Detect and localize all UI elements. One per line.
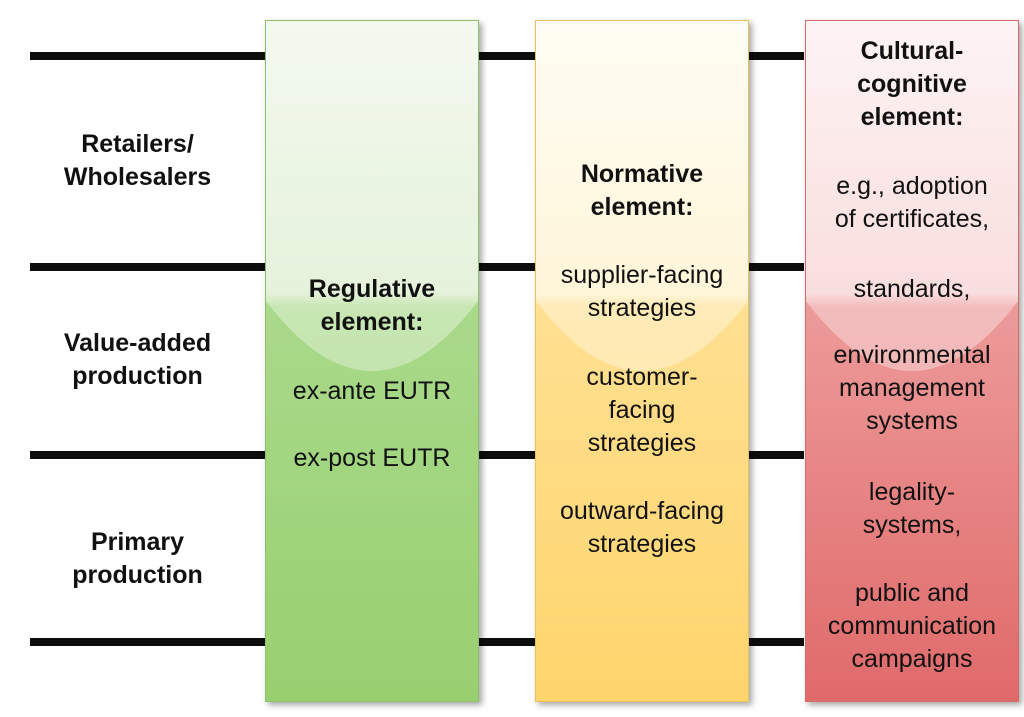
regulative-heading: Regulative element: bbox=[308, 275, 436, 336]
cultural-cognitive-item: legality- systems, bbox=[862, 478, 962, 539]
gloss-highlight bbox=[266, 21, 478, 371]
regulative-item: ex-post EUTR bbox=[293, 444, 451, 472]
normative-item: supplier-facing strategies bbox=[560, 261, 724, 322]
normative-item: customer- facing strategies bbox=[586, 363, 698, 457]
regulative-column: Regulative element: ex-ante EUTR ex-post… bbox=[265, 20, 479, 702]
cultural-cognitive-heading: Cultural- cognitive element: bbox=[857, 37, 967, 131]
regulative-item: ex-ante EUTR bbox=[292, 377, 452, 405]
cultural-cognitive-item: environmental management systems bbox=[833, 341, 991, 435]
cultural-cognitive-column: Cultural- cognitive element: e.g., adopt… bbox=[805, 20, 1019, 702]
normative-item: outward-facing strategies bbox=[560, 497, 724, 558]
cultural-cognitive-item: e.g., adoption of certificates, bbox=[834, 172, 990, 233]
row-label-value-added: Value-added production bbox=[63, 329, 212, 390]
cultural-cognitive-item: standards, bbox=[853, 275, 971, 303]
row-label-retailers: Retailers/ Wholesalers bbox=[63, 130, 212, 191]
normative-heading: Normative element: bbox=[580, 160, 704, 221]
normative-column: Normative element: supplier-facing strat… bbox=[535, 20, 749, 702]
cultural-cognitive-item: public and communication campaigns bbox=[827, 579, 997, 673]
row-label-primary: Primary production bbox=[72, 528, 203, 589]
